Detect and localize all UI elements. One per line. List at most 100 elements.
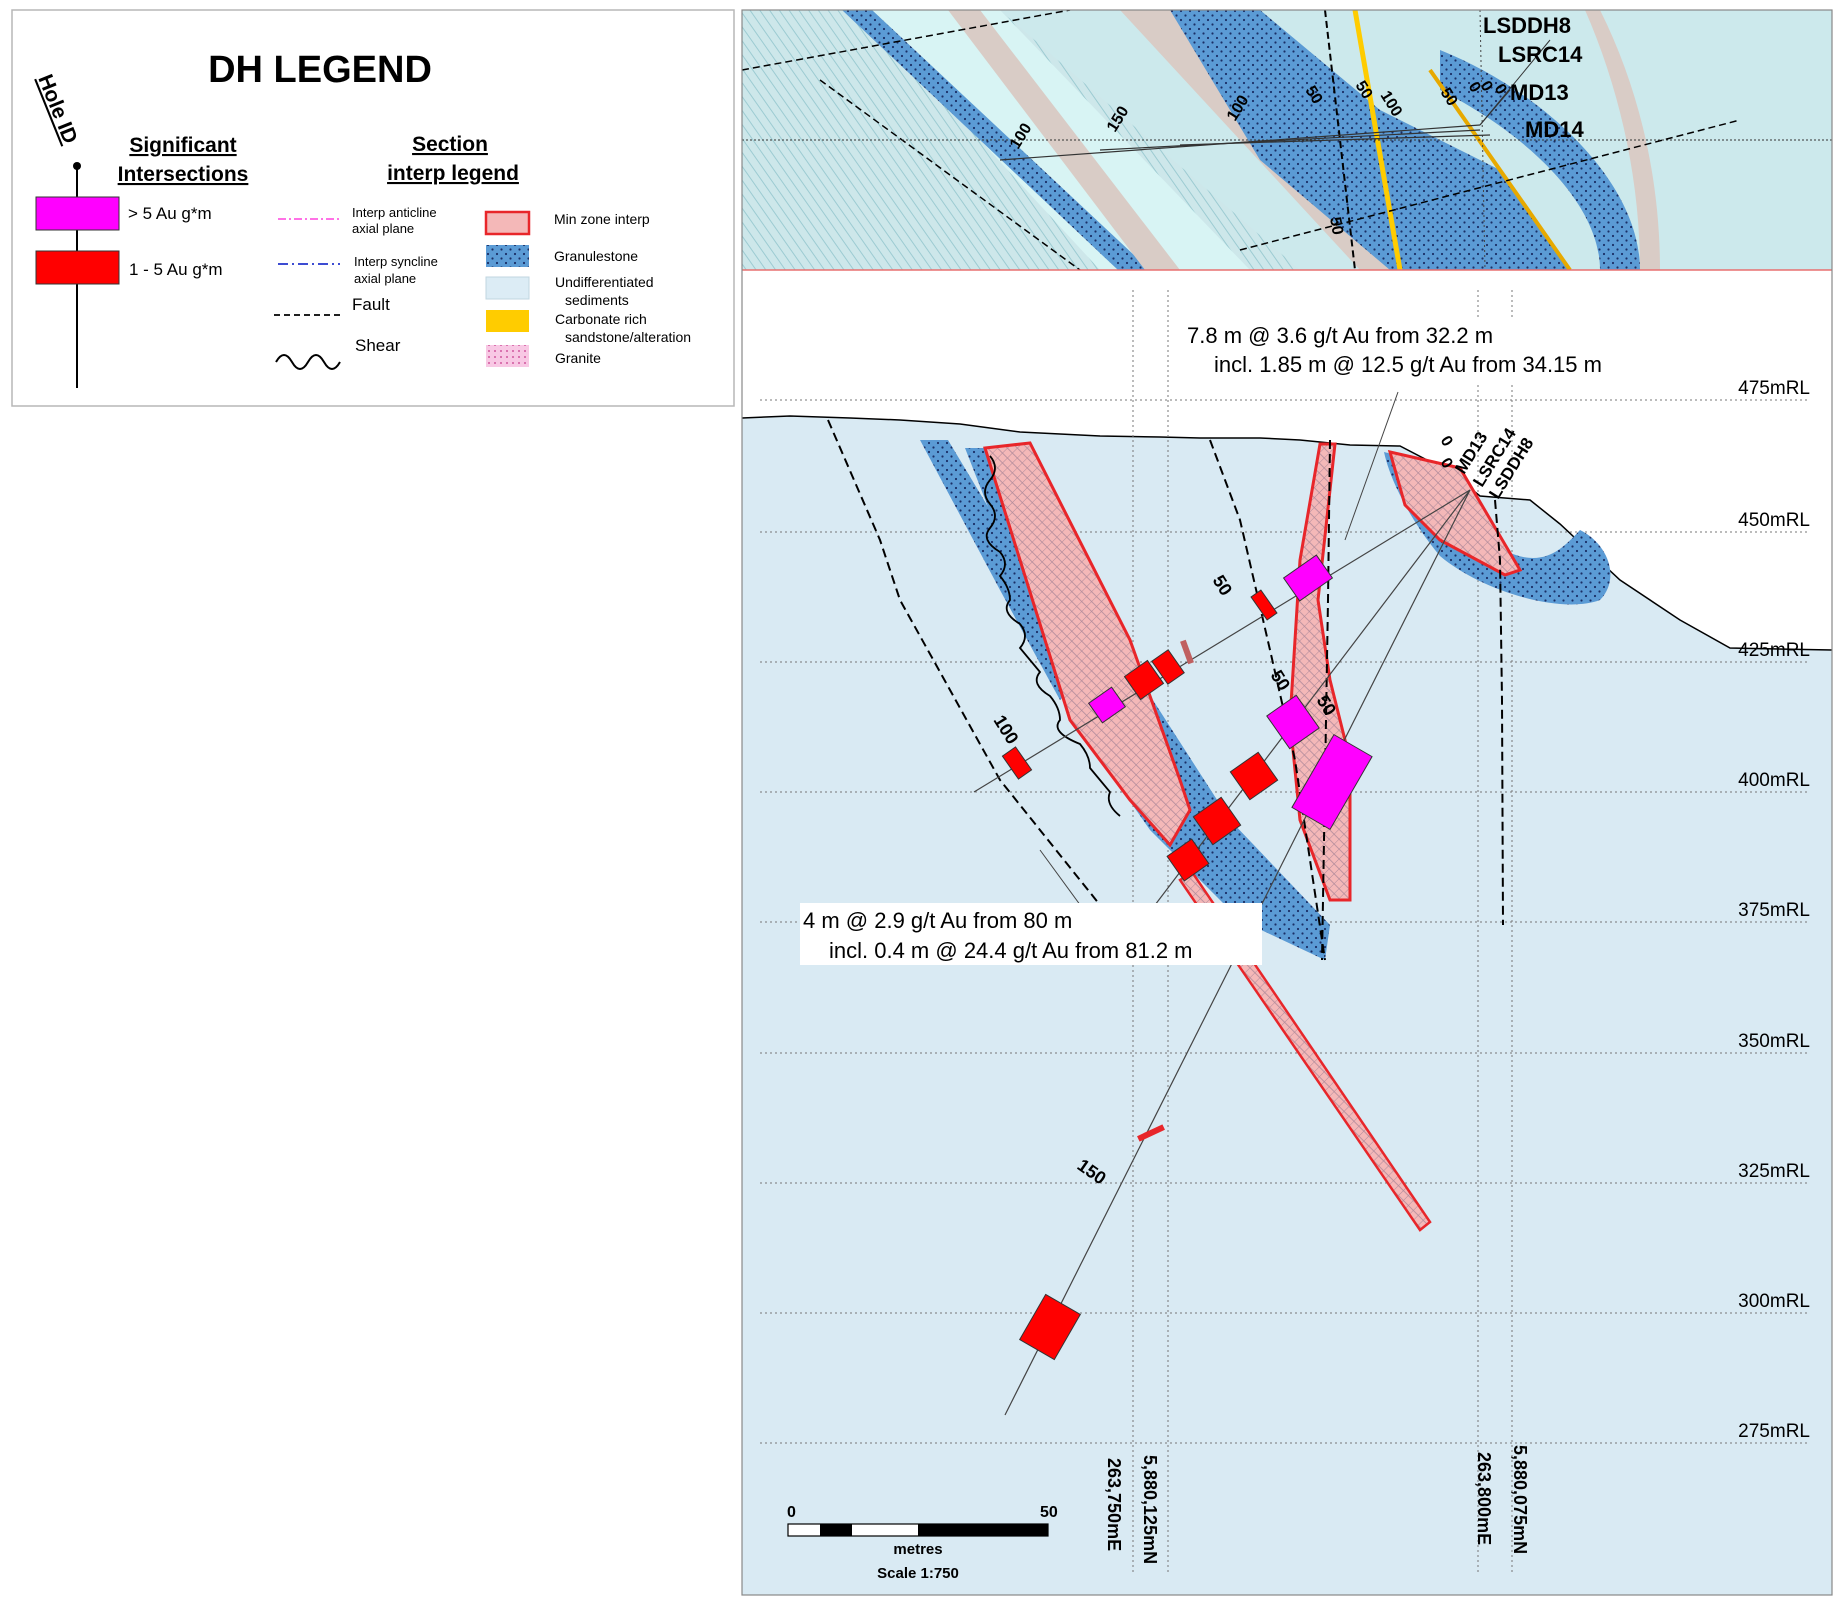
sig-swatch-1to5 (35, 250, 120, 285)
intersection-1to5-1 (1250, 589, 1278, 621)
plan-fault-1 (742, 10, 1071, 71)
intersection-gt5-1 (1282, 554, 1334, 602)
rl-label-350: 350mRL (1738, 1031, 1810, 1052)
intersection-1to5-7 (1001, 746, 1033, 780)
intersection-small-1 (1180, 639, 1194, 665)
granite-label: Granite (555, 350, 601, 366)
intersection-1to5-9 (1018, 1293, 1082, 1361)
northing-5880125: 5,880,125mN (1140, 1455, 1160, 1564)
plan-hole-lsddh8: LSDDH8 (1483, 13, 1571, 38)
intersection-gt5-4 (1291, 733, 1373, 831)
easting-263750: 263,750mE (1104, 1458, 1124, 1551)
rl-label-325: 325mRL (1738, 1161, 1810, 1182)
plan-trace-2 (1099, 129, 1481, 151)
annotation-leader-top (1344, 391, 1399, 541)
scale-unit: metres (893, 1541, 942, 1558)
section-fault-east (1494, 499, 1504, 926)
anticline-label-2: axial plane (352, 221, 414, 236)
sig-swatch-gt5 (35, 196, 120, 231)
min-zone-east (1387, 449, 1523, 577)
intersection-1to5-8 (1137, 1124, 1165, 1142)
carbonate-swatch (486, 310, 529, 332)
intersection-1to5-6 (1166, 838, 1210, 882)
anticline-label-1: Interp anticline (352, 205, 437, 220)
figure-frame (741, 9, 1833, 1596)
carbonate-label-2: sandstone/alteration (565, 329, 691, 345)
scale-fifty: 50 (1040, 1504, 1058, 1521)
scale-ratio: Scale 1:750 (877, 1565, 959, 1582)
annotation-bottom-box (800, 903, 1262, 965)
plan-fault-2 (819, 79, 1081, 270)
section-fault-central (1209, 439, 1326, 961)
plan-leader-2 (1479, 89, 1511, 126)
syncline-label-1: Interp syncline (354, 254, 438, 269)
scale-zero: 0 (787, 1504, 796, 1521)
legend-title: DH LEGEND (208, 49, 432, 91)
rl-label-425: 425mRL (1738, 640, 1810, 661)
min-zone-label: Min zone interp (554, 211, 650, 227)
northing-5880075: 5,880,075mN (1510, 1445, 1530, 1554)
plan-granulestone-band-3 (1440, 50, 1640, 270)
annotation-top-box (1180, 320, 1670, 382)
shear-label: Shear (355, 336, 401, 355)
granulestone-label: Granulestone (554, 248, 638, 264)
section-bedrock (742, 416, 1832, 1595)
annotation-bottom-line1: 4 m @ 2.9 g/t Au from 80 m (803, 908, 1072, 933)
plan-hole-lsrc14: LSRC14 (1498, 42, 1583, 67)
plan-carbonate-1 (1352, 10, 1403, 270)
annotation-top-line1: 7.8 m @ 3.6 g/t Au from 32.2 m (1187, 323, 1493, 348)
rl-label-300: 300mRL (1738, 1291, 1810, 1312)
annotation-top-line2: incl. 1.85 m @ 12.5 g/t Au from 34.15 m (1214, 352, 1602, 377)
plan-carbonate-2 (1428, 68, 1572, 270)
intersection-1to5-4 (1229, 751, 1279, 801)
section-view: 50 50 50 100 150 MD13 LSRC14 LSDDH8 0 0 … (742, 290, 1832, 1595)
rl-label-400: 400mRL (1738, 770, 1810, 791)
scale-bar: 0 50 metres Scale 1:750 (787, 1504, 1058, 1582)
sig-label-gt5: > 5 Au g*m (128, 204, 212, 223)
section-fault-west (827, 419, 1121, 931)
plan-hole-md13: MD13 (1510, 80, 1569, 105)
syncline-label-2: axial plane (354, 271, 416, 286)
intersection-1to5-3 (1123, 659, 1165, 701)
granite-swatch (486, 345, 529, 367)
intersection-gt5-3 (1266, 694, 1320, 750)
carbonate-label-1: Carbonate rich (555, 311, 647, 327)
plan-depth-50c: 50 (1437, 85, 1461, 109)
shear-line-symbol (275, 354, 341, 370)
plan-depth-50a: 50 (1302, 83, 1326, 107)
plan-depth-50b: 50 (1352, 78, 1376, 102)
rl-label-450: 450mRL (1738, 510, 1810, 531)
fault-label: Fault (352, 295, 390, 314)
plan-hole-md14: MD14 (1525, 117, 1584, 142)
section-legend-title-1: Section (412, 133, 488, 156)
drill-trace-md13 (973, 489, 1471, 793)
annotation-bottom-line2: incl. 0.4 m @ 24.4 g/t Au from 81.2 m (829, 938, 1193, 963)
intersection-1to5-5 (1192, 796, 1242, 846)
rl-label-375: 375mRL (1738, 900, 1810, 921)
plan-trace-3 (1179, 134, 1491, 146)
rl-grid (760, 290, 1810, 1575)
collar-tick-0a: 0 (1437, 433, 1456, 450)
plan-fault-4 (1239, 119, 1741, 251)
section-legend-title-2: interp legend (387, 162, 519, 185)
min-zone-west (983, 441, 1192, 848)
section-fault-central-2 (1321, 439, 1331, 961)
legend-frame (11, 9, 735, 407)
undiff-label-1: Undifferentiated (555, 274, 654, 290)
sig-label-1to5: 1 - 5 Au g*m (129, 260, 223, 279)
undiff-label-2: sediments (565, 292, 629, 308)
legend-panel: DH LEGEND Hole ID Significant Intersecti… (11, 9, 735, 407)
intersection-gt5-2 (1087, 686, 1127, 724)
plan-depth-50d: 50 (1326, 216, 1346, 237)
sig-title-1: Significant (129, 134, 236, 157)
plan-grey-band-3 (1585, 10, 1660, 270)
min-zone-swatch (484, 210, 531, 236)
granulestone-swatch (486, 245, 529, 267)
rl-label-275: 275mRL (1738, 1421, 1810, 1442)
rl-label-475: 475mRL (1738, 378, 1810, 399)
intersection-1to5-2 (1151, 649, 1185, 685)
easting-263800: 263,800mE (1474, 1452, 1494, 1545)
undiff-swatch (485, 276, 530, 300)
plan-view: LSDDH8 LSRC14 MD13 MD14 100 150 100 50 5… (742, 10, 1832, 270)
